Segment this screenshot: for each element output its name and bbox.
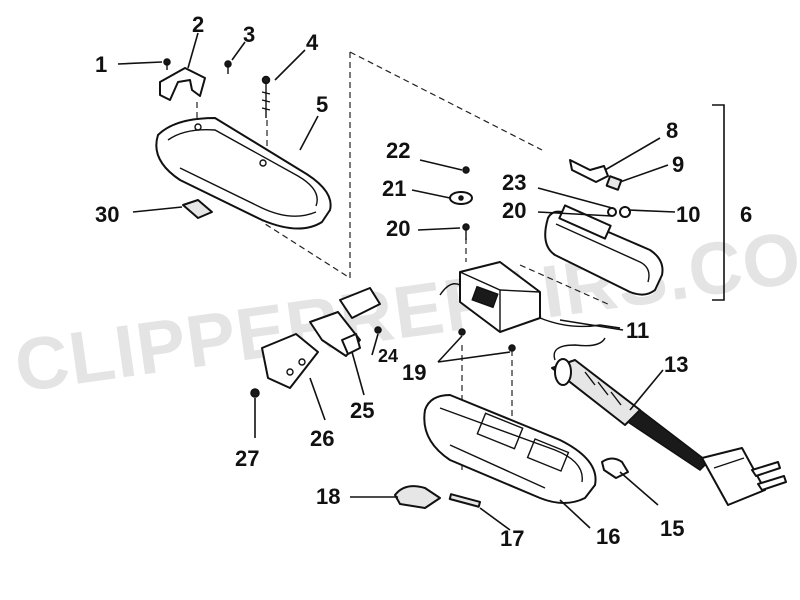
top-housing	[155, 117, 332, 230]
callout-2: 2	[192, 12, 204, 37]
callout-26: 26	[310, 426, 334, 451]
bracket-parts	[261, 287, 382, 389]
blade-housing-assembly	[544, 159, 664, 296]
callout-30: 30	[95, 202, 119, 227]
callout-17: 17	[500, 526, 524, 551]
cover-18	[394, 485, 441, 509]
callout-6: 6	[740, 202, 752, 227]
callout-11: 11	[626, 318, 649, 343]
callout-24: 24	[378, 346, 398, 366]
callout-16: 16	[596, 524, 620, 549]
small-screws	[163, 58, 232, 74]
leader-lines	[117, 32, 676, 531]
bar-17	[448, 493, 482, 508]
long-screw	[261, 75, 271, 118]
cord-and-plug	[551, 337, 787, 506]
callout-25: 25	[350, 398, 374, 423]
callout-20-left: 20	[386, 216, 410, 241]
callout-21: 21	[382, 176, 406, 201]
callout-22: 22	[386, 138, 410, 163]
motor-coil	[439, 261, 621, 333]
callout-10: 10	[676, 202, 700, 227]
callout-9: 9	[672, 152, 684, 177]
pins-19	[458, 328, 516, 352]
clip-part	[159, 67, 206, 101]
callout-4: 4	[306, 30, 319, 55]
callout-18: 18	[316, 484, 340, 509]
callout-27: 27	[235, 446, 259, 471]
callout-13: 13	[664, 352, 688, 377]
callout-3: 3	[243, 22, 255, 47]
callout-5: 5	[316, 92, 328, 117]
callout-23: 23	[502, 170, 526, 195]
callout-labels: 1 2 3 4 5 6 8 9 10 11 13 15 16 17 18 19 …	[95, 12, 752, 551]
screw-27	[250, 388, 260, 398]
callout-1: 1	[95, 52, 107, 77]
callout-20-right: 20	[502, 198, 526, 223]
small-plate	[182, 199, 213, 219]
bottom-housing	[423, 394, 597, 504]
group-bracket	[712, 104, 725, 301]
callout-15: 15	[660, 516, 684, 541]
callout-8: 8	[666, 118, 678, 143]
callout-19: 19	[402, 360, 426, 385]
